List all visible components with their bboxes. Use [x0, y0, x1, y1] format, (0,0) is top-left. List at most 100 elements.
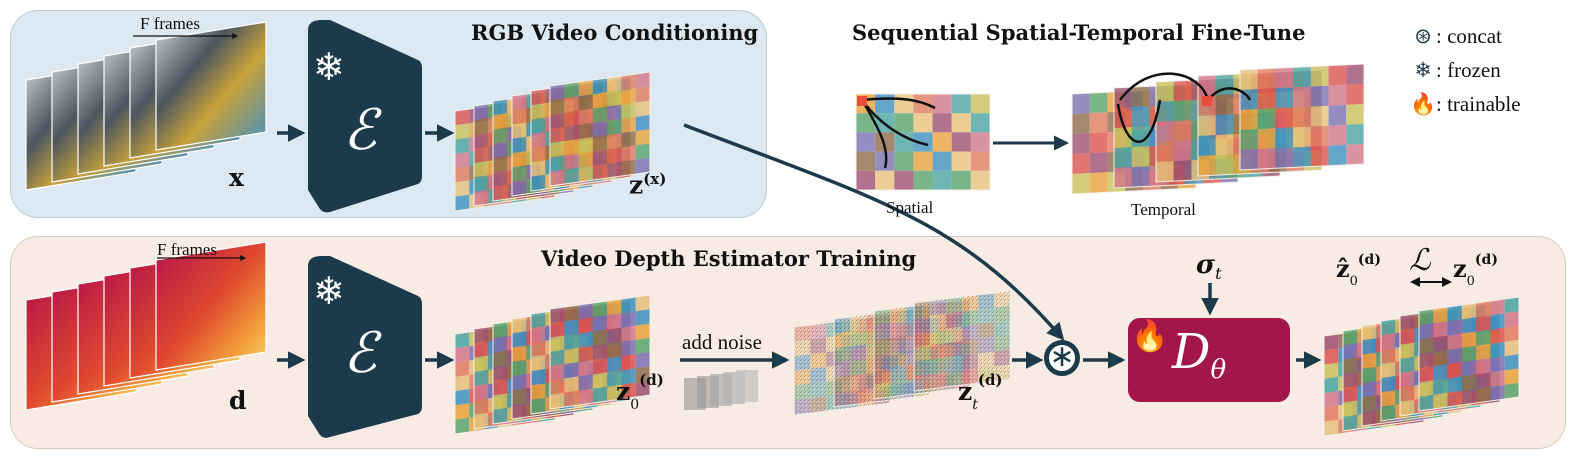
latent-cell [1400, 385, 1415, 402]
spatial-frame [855, 93, 991, 191]
finetune-title: Sequential Spatial-Temporal Fine-Tune [852, 20, 1306, 45]
snowflake-icon: ❄ [313, 45, 345, 89]
latent-cell [592, 78, 608, 95]
latent-cell [1419, 323, 1434, 340]
latent-cell [607, 161, 622, 178]
latent-cell [1400, 328, 1415, 345]
latent-cell [856, 132, 876, 152]
latent-cell [474, 104, 489, 121]
latent-cell [592, 135, 608, 152]
latent-cell [1173, 100, 1192, 122]
legend-concat: ⊛: concat [1410, 24, 1502, 49]
latent-cell [1275, 127, 1294, 149]
encoder-top [308, 20, 422, 213]
latent-cell [493, 170, 508, 187]
encoder-top-label: ℰ [343, 98, 377, 163]
latent-cell [1131, 146, 1150, 168]
latent-cell [1490, 313, 1505, 330]
latent-frame-border [855, 93, 991, 191]
latent-frame-border [549, 294, 651, 410]
latent-cell [512, 402, 527, 419]
latent-cell [1293, 66, 1311, 88]
encoder-bottom-label: ℰ [343, 321, 377, 386]
latent-cell [564, 96, 579, 113]
latent-cell [578, 374, 593, 391]
concat-node: ∗ [1044, 340, 1080, 376]
encoder-bottom [308, 256, 422, 438]
latent-cell [1072, 133, 1090, 154]
latent-cell [894, 132, 914, 152]
latent-cell [493, 393, 508, 410]
latent-cell [564, 305, 579, 322]
latent-cell [550, 98, 565, 115]
latent-cell [592, 106, 608, 123]
latent-cell [621, 325, 636, 342]
spatial-attention-block [855, 93, 991, 191]
latent-cell [455, 417, 470, 434]
add-noise-label: add noise [682, 330, 762, 354]
latent-cell [621, 339, 636, 357]
latent-cell [493, 322, 508, 339]
latent-cell [1490, 356, 1505, 373]
latent-cell [578, 303, 593, 320]
latent-cell [512, 317, 527, 334]
latent-cell [531, 103, 546, 120]
latent-cell [951, 94, 971, 114]
latent-cell [550, 155, 565, 172]
latent-cell [592, 120, 608, 138]
latent-cell [621, 145, 636, 162]
latent-cell [1156, 141, 1174, 162]
latent-cell [607, 133, 622, 150]
latent-cell [493, 156, 508, 173]
latent-cell [592, 92, 608, 109]
latent-cell [578, 345, 593, 363]
latent-cell [1476, 386, 1491, 403]
latent-cell [1257, 108, 1276, 130]
latent-cell [1156, 81, 1174, 102]
latent-cell [474, 161, 489, 178]
latent-cell [1362, 366, 1377, 384]
latent-cell [564, 362, 579, 379]
concat-icon: ⊛ [1414, 24, 1432, 48]
latent-cell [592, 301, 608, 318]
latent-cell [550, 335, 565, 352]
latent-cell [607, 356, 622, 373]
latent-cell [607, 384, 622, 401]
latent-cell [1381, 347, 1396, 364]
latent-cell [578, 137, 593, 154]
noise-overlay [914, 291, 1010, 391]
query-token [857, 96, 867, 106]
latent-cell [531, 131, 546, 149]
latent-cell [493, 99, 508, 116]
latent-cell [1476, 329, 1491, 346]
latent-cell [1275, 107, 1294, 129]
input-d-symbol: d [229, 386, 247, 415]
latent-cell [1293, 106, 1311, 128]
latent-cell [1310, 125, 1329, 147]
latent-cell [578, 80, 593, 97]
latent-cell [1419, 337, 1434, 354]
latent-frame-border [1418, 296, 1520, 412]
latent-cell [1461, 331, 1477, 348]
latent-cell [455, 360, 470, 377]
latent-cell [1310, 145, 1329, 167]
latent-cell [474, 175, 489, 192]
latent-cell [1476, 358, 1491, 375]
latent-cell [621, 382, 636, 399]
latent-cell [1419, 366, 1434, 383]
latent-cell [512, 359, 527, 377]
latent-cell [1447, 376, 1462, 393]
latent-cell [1447, 362, 1462, 379]
legend-frozen: ❄: frozen [1410, 58, 1501, 83]
latent-cell [531, 146, 546, 163]
latent-cell [621, 368, 636, 385]
latent-cell [1089, 112, 1108, 134]
latent-cell [1490, 370, 1505, 387]
latent-cell [635, 366, 650, 383]
latent-stack-output [1323, 296, 1520, 437]
latent-cell [1324, 348, 1339, 365]
latent-cell [951, 113, 971, 133]
latent-cell [1072, 173, 1090, 194]
latent-cell [1293, 86, 1311, 108]
latent-cell [1072, 93, 1090, 114]
